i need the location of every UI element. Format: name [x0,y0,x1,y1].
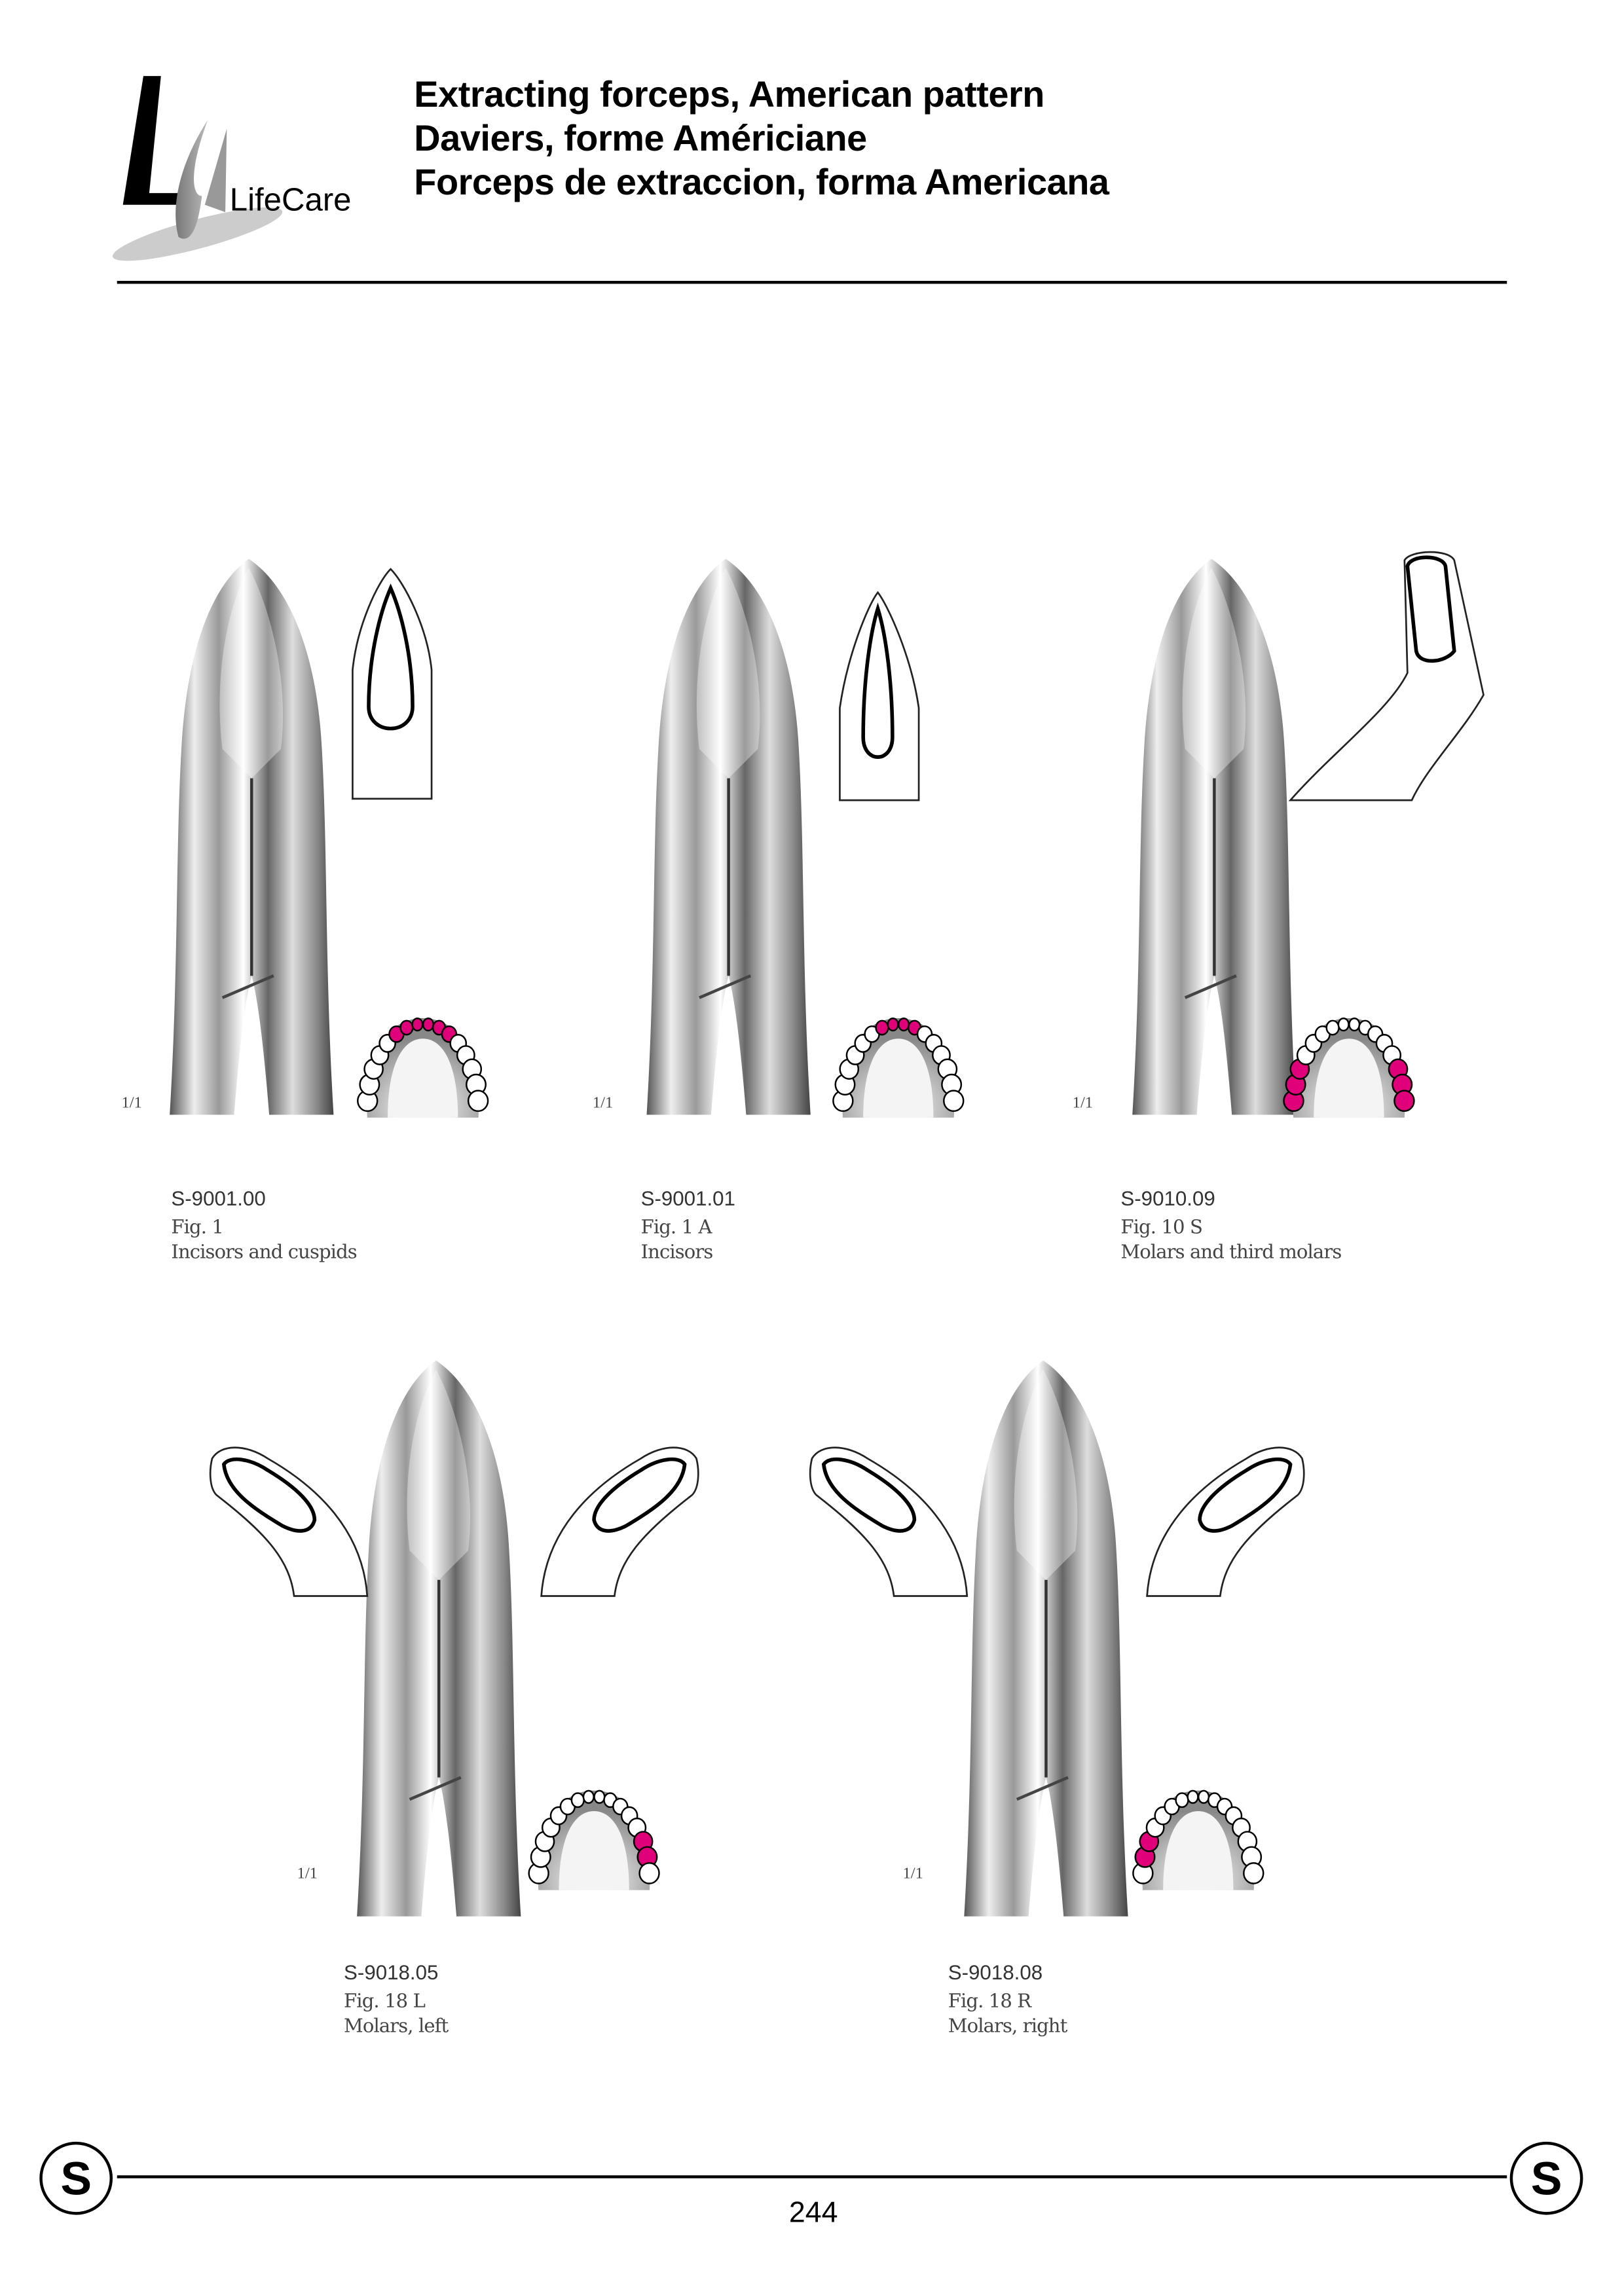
product-description: Incisors [640,1241,714,1264]
tooth [1348,1017,1361,1032]
tooth-highlighted [399,1019,414,1036]
scale-label: 1/1 [592,1094,614,1112]
beak-outline-drawing [809,1446,969,1597]
product-code: S-9010.09 [1120,1186,1215,1210]
page-number: 244 [788,2197,838,2230]
tooth [1243,1862,1264,1884]
product-code: S-9001.01 [640,1186,735,1210]
tooth-arch-diagram [528,1790,660,1890]
figure-number: Fig. 18 L [344,1991,426,2013]
tooth [593,1790,606,1804]
forceps-image [964,1360,1128,1917]
forceps-image [170,559,334,1115]
header-rule [117,280,1507,284]
beak-outline-drawing [352,568,433,800]
figure-number: Fig. 18 R [948,1991,1031,2013]
section-badge-right: S [1509,2141,1583,2215]
tooth [1187,1790,1199,1804]
section-badge-left: S [39,2141,113,2215]
tooth [582,1790,595,1804]
tooth-highlighted [411,1017,424,1032]
footer-rule [117,2175,1507,2178]
tooth-arch-diagram [1283,1017,1415,1118]
beak-outline-drawing [839,591,920,801]
tooth [1337,1017,1350,1032]
tooth-arch-diagram [1132,1790,1264,1890]
product-description: Molars, left [344,2015,449,2038]
figure-number: Fig. 10 S [1120,1217,1202,1239]
tooth-highlighted [875,1019,889,1036]
tooth-arch-diagram [357,1017,489,1118]
tooth [467,1090,489,1112]
scale-label: 1/1 [902,1865,923,1883]
forceps-image [646,559,811,1115]
tooth [943,1090,965,1112]
figure-number: Fig. 1 [171,1217,224,1239]
scale-label: 1/1 [1072,1094,1094,1112]
title-es: Forceps de extraccion, forma Americana [414,162,1109,204]
product-code: S-9018.08 [948,1960,1043,1984]
product-description: Molars, right [948,2015,1068,2038]
tooth-arch-diagram [832,1017,965,1118]
lifecare-logo: LifeCare [113,76,352,261]
tooth-highlighted [422,1017,434,1032]
scale-label: 1/1 [297,1865,318,1883]
tooth [570,1792,585,1808]
beak-outline-drawing [1146,1446,1305,1597]
beak-outline-drawing [209,1446,369,1597]
product-description: Molars and third molars [1120,1241,1342,1264]
tooth [638,1862,660,1884]
logo-text: LifeCare [230,183,352,218]
figure-number: Fig. 1 A [640,1217,712,1239]
beak-outline-drawing [540,1446,699,1597]
product-code: S-9001.00 [171,1186,266,1210]
forceps-image [1132,559,1297,1115]
title-fr: Daviers, forme Américiane [414,118,867,160]
beak-outline-drawing [1288,551,1485,801]
tooth-highlighted [887,1017,899,1032]
tooth-highlighted [1393,1090,1415,1112]
tooth [1325,1019,1340,1036]
forceps-image [357,1360,521,1917]
tooth [1175,1792,1189,1808]
product-code: S-9018.05 [344,1960,439,1984]
title-en: Extracting forceps, American pattern [414,74,1044,116]
tooth-highlighted [898,1017,910,1032]
tooth [1198,1790,1210,1804]
scale-label: 1/1 [121,1094,142,1112]
product-description: Incisors and cuspids [171,1241,357,1264]
